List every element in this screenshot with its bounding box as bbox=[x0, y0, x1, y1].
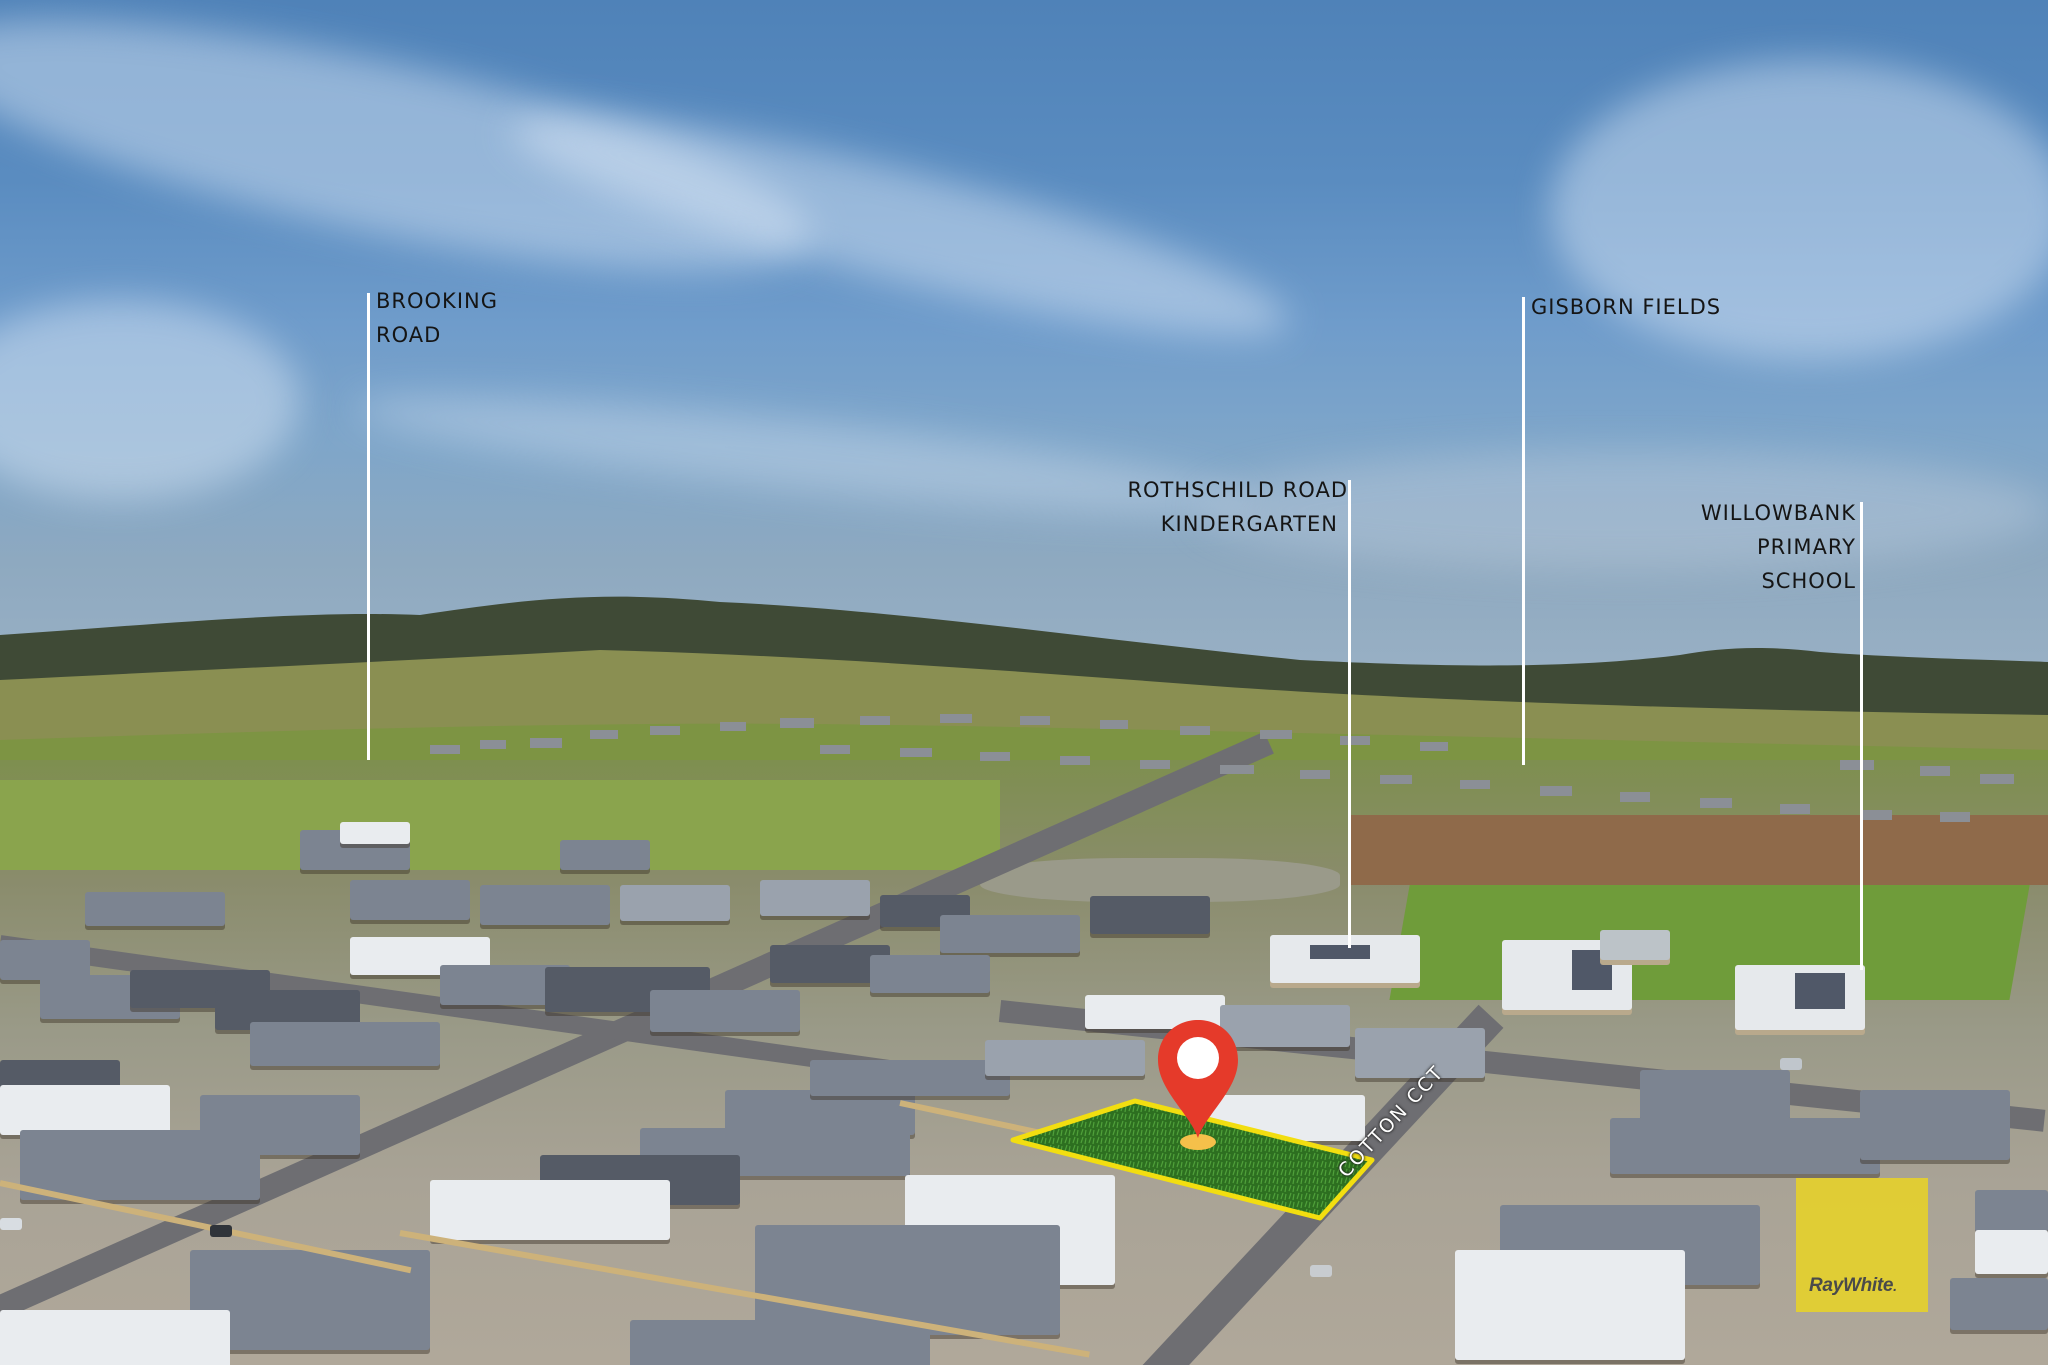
sky bbox=[0, 0, 2048, 720]
label-line: ROAD bbox=[376, 323, 442, 347]
retention-pond bbox=[980, 858, 1340, 902]
school-building bbox=[1502, 940, 1632, 1010]
ray-white-logo: RayWhite. bbox=[1796, 1178, 1928, 1312]
landmark-label-rothschild-road-kindergarten: ROTHSCHILD ROAD KINDERGARTEN bbox=[1127, 473, 1348, 541]
leader-line-willowbank-primary-school bbox=[1860, 502, 1863, 970]
house bbox=[755, 1225, 1060, 1335]
car bbox=[1780, 1058, 1802, 1070]
landmark-label-willowbank-primary-school: WILLOWBANK PRIMARY SCHOOL bbox=[1701, 496, 1856, 598]
house bbox=[0, 1085, 170, 1135]
house bbox=[1090, 896, 1210, 934]
pin-dot bbox=[1177, 1037, 1219, 1079]
house bbox=[350, 880, 470, 920]
solar-panels bbox=[1795, 973, 1845, 1009]
house bbox=[1455, 1250, 1685, 1360]
house bbox=[560, 840, 650, 870]
lot-boundary-outline bbox=[1010, 1098, 1375, 1221]
house bbox=[810, 1060, 1010, 1096]
landmark-label-brooking-road: BROOKING ROAD bbox=[376, 284, 498, 352]
car bbox=[0, 1218, 22, 1230]
house bbox=[1355, 1028, 1485, 1078]
house bbox=[1860, 1090, 2010, 1160]
house bbox=[760, 880, 870, 916]
house bbox=[870, 955, 990, 993]
house bbox=[620, 885, 730, 921]
distant-houses bbox=[430, 714, 2014, 822]
label-line: GISBORN FIELDS bbox=[1531, 295, 1722, 319]
label-line: WILLOWBANK bbox=[1700, 501, 1856, 525]
grass-field bbox=[0, 780, 1000, 870]
house bbox=[480, 885, 610, 925]
location-pin-icon[interactable] bbox=[1148, 1018, 1248, 1154]
label-line: ROTHSCHILD ROAD bbox=[1127, 478, 1348, 502]
landmark-label-gisborn-fields: GISBORN FIELDS bbox=[1531, 290, 1721, 324]
house bbox=[725, 1090, 915, 1135]
leader-line-gisborn-fields bbox=[1522, 297, 1525, 765]
car bbox=[1310, 1265, 1332, 1277]
house bbox=[250, 1022, 440, 1066]
label-line: KINDERGARTEN bbox=[1160, 512, 1338, 536]
label-line: SCHOOL bbox=[1761, 569, 1856, 593]
leader-line-rothschild-road-kindergarten bbox=[1348, 480, 1351, 948]
house bbox=[20, 1130, 260, 1200]
house bbox=[1950, 1278, 2048, 1330]
house bbox=[1975, 1230, 2048, 1274]
house bbox=[650, 990, 800, 1032]
house bbox=[1220, 1005, 1350, 1047]
kindergarten-building bbox=[1270, 935, 1420, 983]
house bbox=[340, 822, 410, 844]
house bbox=[940, 915, 1080, 953]
house bbox=[0, 1310, 230, 1365]
label-line: BROOKING bbox=[376, 289, 499, 313]
cloud bbox=[0, 300, 300, 500]
pin-base bbox=[1180, 1134, 1216, 1150]
primary-school-building bbox=[1735, 965, 1865, 1030]
label-line: PRIMARY bbox=[1756, 535, 1856, 559]
house bbox=[430, 1180, 670, 1240]
house bbox=[985, 1040, 1145, 1076]
cloud bbox=[1200, 450, 2048, 570]
house bbox=[1610, 1118, 1880, 1174]
house bbox=[630, 1320, 930, 1365]
leader-line-brooking-road bbox=[367, 293, 370, 760]
house bbox=[1975, 1190, 2048, 1232]
cloud bbox=[1550, 60, 2048, 360]
solar-panels bbox=[1310, 945, 1370, 959]
car bbox=[210, 1225, 232, 1237]
brand-wordmark: RayWhite. bbox=[1809, 1275, 1897, 1296]
house bbox=[85, 892, 225, 926]
house bbox=[1640, 1070, 1790, 1120]
earthworks bbox=[1350, 815, 2048, 885]
school-building bbox=[1600, 930, 1670, 960]
house bbox=[0, 940, 90, 980]
